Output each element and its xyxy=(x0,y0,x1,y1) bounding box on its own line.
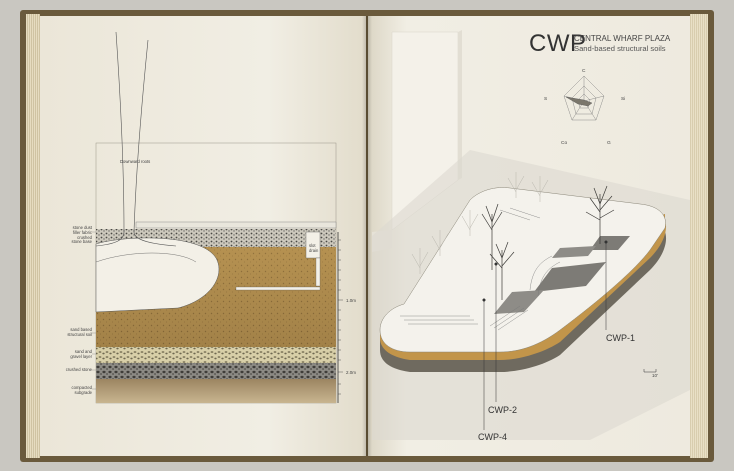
plaza-scale-label: 10' xyxy=(652,373,658,378)
radar-chart xyxy=(563,75,605,121)
label-structural-soil: sand based structural soil xyxy=(67,327,92,337)
callout-cwp2: CWP-2 xyxy=(488,405,517,415)
scale-ruler xyxy=(337,232,343,403)
label-subgrade: compacted subgrade xyxy=(71,385,92,395)
callout-lines xyxy=(482,240,608,430)
callout-cwp4: CWP-4 xyxy=(478,432,507,442)
ghost-trees xyxy=(411,172,549,274)
plaza-name: CENTRAL WHARF PLAZA xyxy=(574,34,671,43)
label-roots: Downward roots xyxy=(120,159,151,164)
page-edges-left xyxy=(26,14,40,458)
scale-mark-1m: 1.0m xyxy=(346,298,357,303)
plaza-abbr: CWP xyxy=(529,30,587,57)
radar-label-s: S xyxy=(544,97,548,102)
radar-label-g: G xyxy=(607,141,611,146)
label-crushed-stone: crushed stone xyxy=(65,367,92,372)
label-gravel: sand and gravel layer xyxy=(70,349,92,359)
paver-row xyxy=(135,221,337,229)
plaza-subtitle: Sand-based structural soils xyxy=(574,44,666,53)
scale-mark-2m: 2.0m xyxy=(346,370,357,375)
label-stone-dust: stone dust filler fabric crushed stone b… xyxy=(71,225,93,245)
radar-label-c: C xyxy=(582,69,586,74)
radar-label-co: Co xyxy=(561,141,568,146)
callout-cwp1: CWP-1 xyxy=(606,333,635,343)
page-edges-right xyxy=(690,14,708,458)
plaza-scale-bar xyxy=(643,369,657,373)
radar-label-si: Si xyxy=(621,97,626,102)
label-slot-drain: slot drain xyxy=(309,243,319,253)
book-gutter xyxy=(362,16,372,456)
